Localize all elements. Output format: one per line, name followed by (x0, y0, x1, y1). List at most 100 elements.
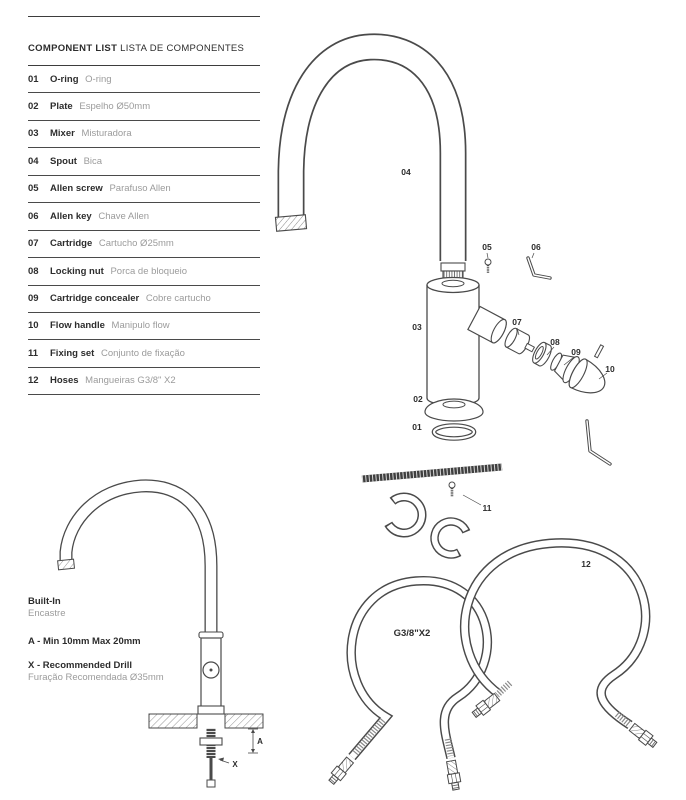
component-number: 11 (28, 347, 39, 359)
component-name-pt: Conjunto de fixação (100, 347, 185, 359)
component-name-pt: Bica (83, 155, 103, 167)
callout-07: 07 (512, 317, 522, 327)
dim-label-x: X (232, 760, 238, 769)
component-row: 07 Cartridge Cartucho Ø25mm (28, 231, 260, 259)
component-name-en: Spout (50, 155, 80, 167)
callout-09: 09 (571, 347, 581, 357)
component-name: Plate Espelho Ø50mm (50, 100, 151, 112)
component-name: Hoses Mangueiras G3/8" X2 (50, 376, 176, 386)
note-drill-pt: Furação Recomendada Ø35mm (28, 672, 164, 684)
component-name: Locking nut Porca de bloqueio (50, 266, 187, 277)
component-number: 08 (28, 265, 39, 277)
component-name: Flow handle Manipulo flow (50, 321, 170, 331)
component-list: COMPONENT LIST LISTA DE COMPONENTES 01 O… (28, 16, 260, 396)
hose-left (346, 576, 492, 761)
fixing-screw (448, 481, 456, 497)
flow-handle-10 (568, 358, 606, 394)
component-name: O-ring O-ring (50, 73, 112, 85)
component-row: 02 Plate Espelho Ø50mm (28, 93, 260, 121)
allen-key-bottom (585, 419, 612, 466)
callout-11: 11 (483, 503, 492, 513)
counter-slab (148, 713, 264, 729)
component-name-en: Cartridge (50, 238, 95, 250)
component-name-pt: Chave Allen (98, 210, 150, 222)
leader-lines (486, 252, 608, 380)
dimension-x: X (218, 757, 238, 769)
hose-fitting (627, 721, 660, 751)
built-in-diagram: A X (57, 479, 264, 788)
cartridge-07 (504, 327, 536, 355)
hose-fitting (469, 691, 502, 721)
component-name-en: Plate (50, 100, 76, 112)
component-name: Cartridge concealer Cobre cartucho (50, 293, 211, 304)
component-row: 05 Allen screw Parafuso Allen (28, 176, 260, 204)
component-name-en: Hoses (50, 375, 82, 387)
component-name-pt: Misturadora (81, 128, 132, 140)
callout-03: 03 (412, 322, 422, 332)
component-name-pt: O-ring (85, 73, 112, 85)
hose-right (460, 538, 651, 729)
component-name: Mixer Misturadora (50, 129, 132, 139)
component-name-en: O-ring (50, 73, 82, 85)
component-name-pt: Manipulo flow (111, 320, 170, 332)
component-name-pt: Espelho Ø50mm (79, 100, 151, 112)
dimension-a: A (248, 728, 263, 754)
callout-08: 08 (550, 337, 560, 347)
handle-pin (593, 344, 605, 359)
callout-12: 12 (581, 559, 591, 569)
builtin-spout-tip (57, 558, 76, 571)
component-rows: 01 O-ring O-ring 02 Plate Espelho Ø50mm … (28, 66, 260, 396)
component-number: 03 (28, 128, 39, 140)
component-name-en: Mixer (50, 128, 78, 140)
component-name-en: Allen screw (50, 183, 106, 195)
component-row: 12 Hoses Mangueiras G3/8" X2 (28, 368, 260, 396)
valve-assembly (467, 305, 606, 394)
callout-02: 02 (413, 394, 423, 404)
component-name-pt: Parafuso Allen (109, 183, 171, 195)
callout-05: 05 (482, 242, 492, 252)
component-number: 02 (28, 100, 39, 112)
component-name-en: Cartridge concealer (50, 293, 142, 304)
callout-04: 04 (401, 167, 411, 177)
locking-nut-08 (532, 341, 552, 367)
component-row: 09 Cartridge concealer Cobre cartucho (28, 286, 260, 313)
component-name-pt: Mangueiras G3/8" X2 (85, 375, 176, 387)
component-name: Allen screw Parafuso Allen (50, 184, 171, 194)
component-number: 07 (28, 238, 39, 250)
component-row: 08 Locking nut Porca de bloqueio (28, 258, 260, 286)
allen-key-06 (526, 256, 552, 280)
component-row: 03 Mixer Misturadora (28, 121, 260, 149)
component-name-en: Flow handle (50, 320, 108, 332)
spout-04 (277, 33, 467, 261)
component-name: Allen key Chave Allen (50, 210, 150, 222)
component-name-pt: Cobre cartucho (145, 293, 211, 304)
callout-06: 06 (531, 242, 541, 252)
component-list-title-en: COMPONENT LIST (28, 43, 118, 54)
component-row: 11 Fixing set Conjunto de fixação (28, 340, 260, 368)
component-number: 12 (28, 375, 39, 387)
builtin-spout (59, 479, 218, 636)
callout-01: 01 (412, 422, 422, 432)
builtin-shank (199, 728, 223, 788)
builtin-title-pt: Encastre (28, 608, 66, 620)
fixing-rod (361, 463, 503, 483)
cartridge-concealer-09 (550, 352, 580, 384)
component-name: Spout Bica (50, 155, 103, 167)
leader-11 (462, 494, 482, 506)
callout-10: 10 (605, 364, 615, 374)
builtin-title-en: Built-In (28, 596, 61, 607)
horseshoe-washer-2 (430, 517, 472, 559)
component-row: 06 Allen key Chave Allen (28, 203, 260, 231)
note-drill-en: X - Recommended Drill (28, 660, 132, 672)
component-number: 01 (28, 73, 39, 85)
component-number: 04 (28, 155, 39, 167)
spout-tip (274, 214, 308, 232)
component-name: Cartridge Cartucho Ø25mm (50, 238, 174, 250)
hose-size-label: G3/8"X2 (394, 628, 431, 639)
component-number: 06 (28, 210, 39, 222)
plate-02 (424, 398, 484, 422)
spout-joint (440, 262, 466, 280)
component-name-en: Fixing set (50, 347, 97, 359)
horseshoe-washer-1 (381, 492, 427, 538)
